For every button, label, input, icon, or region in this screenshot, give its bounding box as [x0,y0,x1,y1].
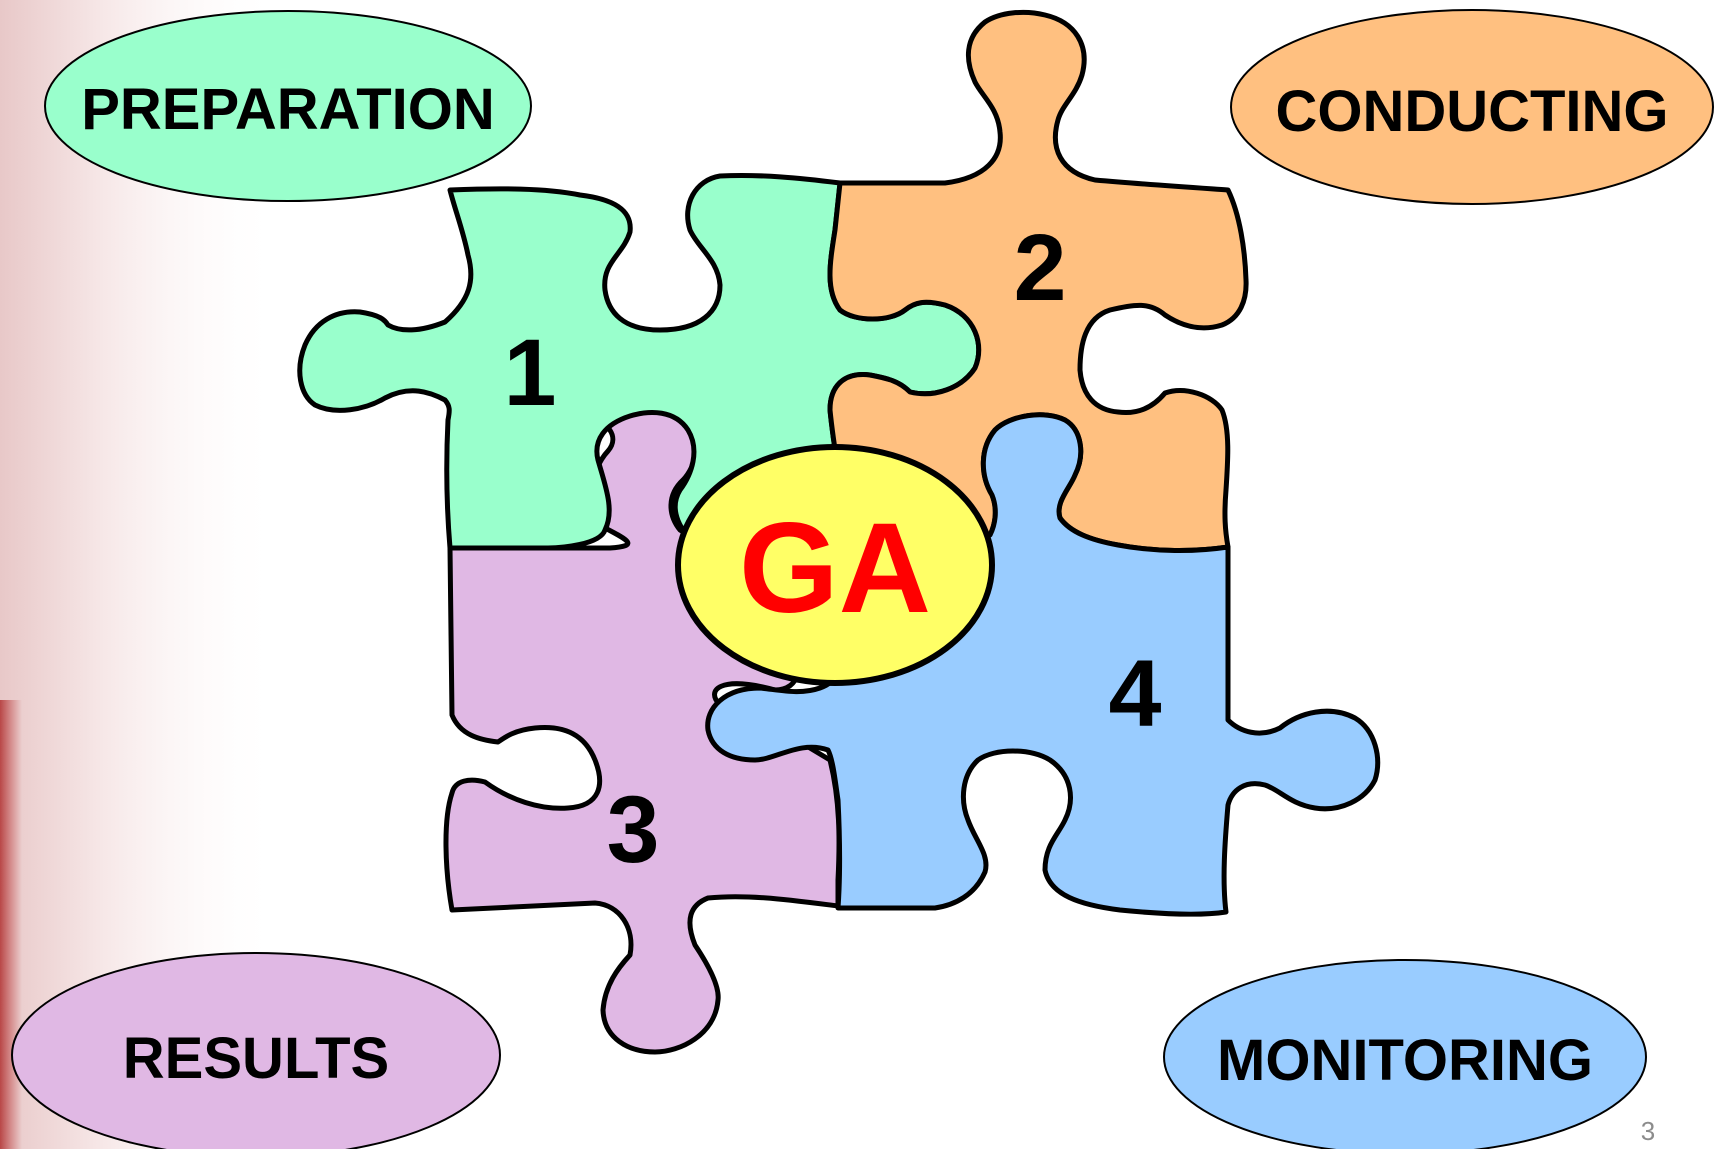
phase-conducting: CONDUCTING [1230,9,1714,205]
phase-label-monitoring: MONITORING [1217,1028,1593,1093]
phase-results: RESULTS [11,952,501,1149]
phase-monitoring: MONITORING [1163,959,1647,1149]
phase-oval-monitoring [1163,959,1647,1149]
piece-number-4: 4 [1109,641,1162,747]
center-ellipse [675,444,995,686]
phase-oval-results [11,952,501,1149]
phase-oval-preparation [44,10,532,202]
phase-label-preparation: PREPARATION [81,77,495,142]
puzzle-piece-2 [827,9,1249,554]
center-node: GA [675,444,995,686]
slide-number: 3 [1641,1116,1655,1146]
phase-preparation: PREPARATION [44,10,532,202]
phase-oval-conducting [1230,9,1714,205]
piece-number-3: 3 [607,777,660,883]
phase-label-results: RESULTS [123,1026,389,1091]
piece-number-2: 2 [1014,215,1067,321]
piece-number-1: 1 [504,320,557,426]
phase-label-conducting: CONDUCTING [1275,79,1668,144]
center-label: GA [739,497,931,640]
